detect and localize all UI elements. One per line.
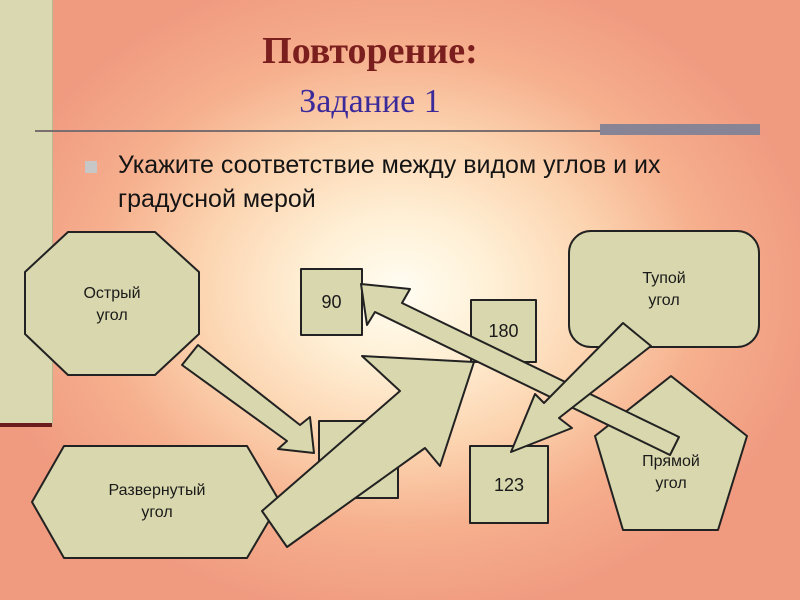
acute-angle-label: Острый угол bbox=[83, 285, 141, 324]
degree-123-label: 123 bbox=[493, 475, 525, 495]
degree-box-123[interactable] bbox=[469, 445, 549, 524]
hexagon-straight-angle[interactable] bbox=[31, 445, 281, 559]
slide-title: Повторение: bbox=[262, 30, 478, 72]
title-divider-accent bbox=[600, 124, 760, 135]
octagon-acute-angle[interactable] bbox=[24, 231, 200, 376]
straight-angle-label: Развернутый угол bbox=[108, 482, 206, 521]
degree-180-label: 180 bbox=[488, 321, 519, 341]
obtuse-angle-label: Тупой угол bbox=[642, 270, 686, 309]
rounded-rect-obtuse-angle[interactable] bbox=[568, 230, 760, 348]
sidebar-panel bbox=[0, 0, 53, 425]
sidebar-rule bbox=[0, 423, 52, 427]
arrow-straight-to-180 bbox=[261, 355, 475, 548]
arrow-right-to-90 bbox=[360, 283, 680, 456]
arrow-acute-to-empty bbox=[181, 344, 315, 454]
instruction-text: Укажите соответствие между видом углов и… bbox=[118, 151, 661, 213]
degree-90-label: 90 bbox=[321, 292, 342, 312]
right-angle-label: Прямой угол bbox=[642, 453, 700, 492]
arrow-obtuse-to-123 bbox=[510, 322, 652, 453]
title-divider bbox=[35, 130, 760, 132]
degree-box-90[interactable] bbox=[300, 268, 363, 336]
bullet-icon bbox=[85, 161, 97, 173]
slide-subtitle: Задание 1 bbox=[299, 83, 441, 120]
